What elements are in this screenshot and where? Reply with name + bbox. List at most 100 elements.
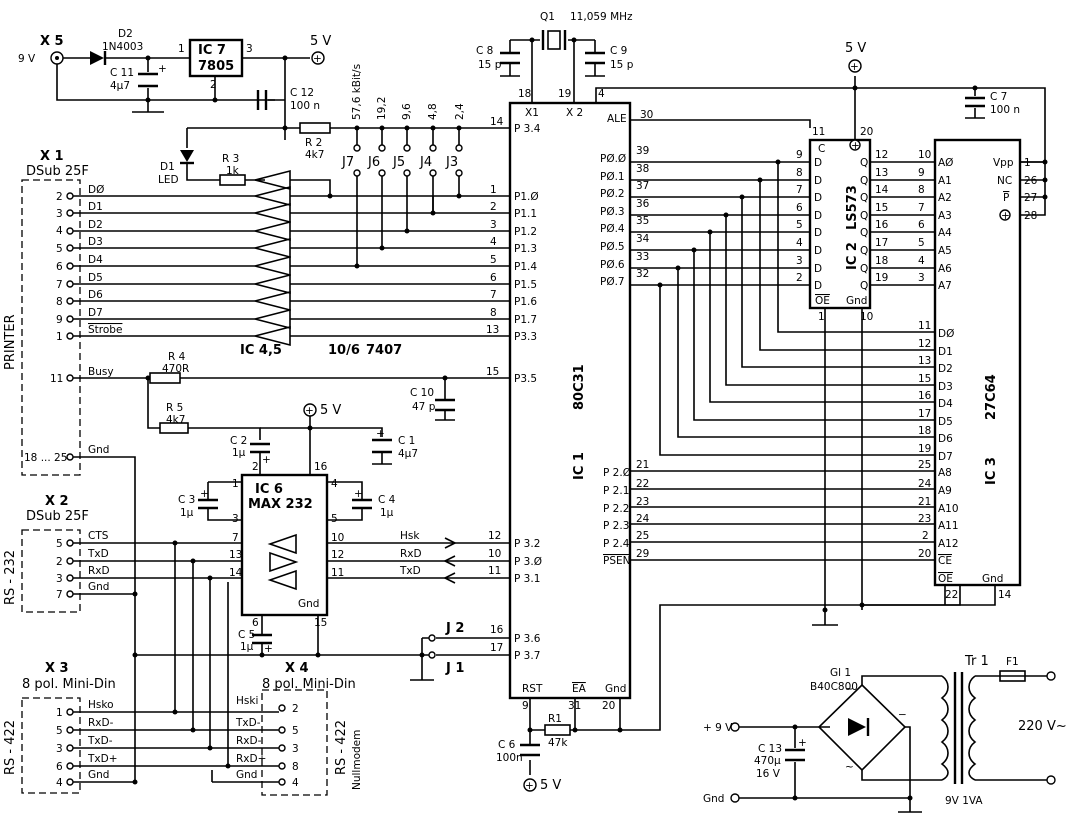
svg-text:8: 8 bbox=[56, 296, 63, 308]
svg-text:10/6: 10/6 bbox=[328, 343, 360, 358]
svg-text:26: 26 bbox=[1024, 175, 1038, 187]
svg-text:1µ: 1µ bbox=[180, 507, 194, 519]
svg-text:Q: Q bbox=[860, 192, 868, 204]
svg-text:Q: Q bbox=[860, 280, 868, 292]
svg-text:3: 3 bbox=[292, 743, 299, 755]
svg-text:29: 29 bbox=[636, 548, 649, 560]
svg-text:19,2: 19,2 bbox=[376, 97, 388, 120]
svg-text:C 6: C 6 bbox=[498, 739, 516, 751]
svg-text:Gnd: Gnd bbox=[88, 769, 109, 781]
c3-capacitor: + C 3 1µ bbox=[178, 481, 242, 521]
svg-text:J 1: J 1 bbox=[445, 661, 464, 676]
svg-text:13: 13 bbox=[875, 167, 888, 179]
c11-capacitor: + C 11 4µ7 bbox=[110, 63, 167, 92]
svg-text:10: 10 bbox=[918, 149, 931, 161]
svg-text:P1.1: P1.1 bbox=[514, 208, 537, 220]
svg-text:14: 14 bbox=[998, 589, 1012, 601]
svg-text:J3: J3 bbox=[445, 155, 458, 170]
svg-text:4k7: 4k7 bbox=[166, 414, 185, 426]
svg-text:22: 22 bbox=[945, 589, 958, 601]
svg-text:A4: A4 bbox=[938, 227, 952, 239]
svg-text:TxD: TxD bbox=[87, 548, 109, 560]
svg-text:EA: EA bbox=[572, 683, 587, 695]
svg-text:P1.3: P1.3 bbox=[514, 243, 537, 255]
svg-text:6: 6 bbox=[918, 219, 925, 231]
svg-text:2: 2 bbox=[292, 703, 299, 715]
svg-text:D: D bbox=[814, 175, 822, 187]
svg-text:1k: 1k bbox=[226, 165, 240, 177]
svg-text:PØ.2: PØ.2 bbox=[600, 188, 625, 200]
svg-text:16 V: 16 V bbox=[756, 768, 781, 780]
svg-text:3: 3 bbox=[232, 513, 239, 525]
svg-text:Q: Q bbox=[860, 157, 868, 169]
baud-labels: 57,6 kBit/s 19,2 9,6 4,8 2,4 bbox=[351, 64, 466, 120]
svg-text:+: + bbox=[525, 780, 534, 792]
svg-text:+: + bbox=[200, 488, 209, 500]
svg-text:D4: D4 bbox=[938, 398, 953, 410]
svg-text:OE: OE bbox=[938, 573, 953, 585]
svg-text:8: 8 bbox=[796, 167, 803, 179]
svg-text:P1.7: P1.7 bbox=[514, 314, 537, 326]
svg-text:C: C bbox=[818, 143, 825, 155]
svg-text:Q: Q bbox=[860, 245, 868, 257]
ic6-max232: IC 6 MAX 232 Gnd 1 3 4 5 2 16 6 15 7 13 … bbox=[229, 461, 344, 629]
svg-text:X1: X1 bbox=[525, 107, 539, 119]
svg-text:11: 11 bbox=[812, 126, 825, 138]
svg-text:D: D bbox=[814, 210, 822, 222]
svg-text:100n: 100n bbox=[496, 752, 523, 764]
svg-text:IC 7: IC 7 bbox=[198, 43, 226, 58]
x3-rs422-connector: X 3 8 pol. Mini-Din RS - 422 1 5 3 6 4 H… bbox=[3, 661, 118, 794]
svg-text:D: D bbox=[814, 192, 822, 204]
svg-text:12: 12 bbox=[918, 338, 931, 350]
svg-text:3: 3 bbox=[490, 219, 497, 231]
svg-text:RxD+: RxD+ bbox=[236, 753, 266, 765]
svg-text:3: 3 bbox=[56, 208, 63, 220]
svg-text:6: 6 bbox=[56, 261, 63, 273]
svg-text:PRINTER: PRINTER bbox=[3, 314, 18, 370]
svg-text:C 13: C 13 bbox=[758, 743, 782, 755]
svg-text:16: 16 bbox=[918, 390, 932, 402]
svg-text:P 3.2: P 3.2 bbox=[514, 538, 540, 550]
d2-diode: D2 1N4003 bbox=[90, 28, 143, 65]
svg-text:D: D bbox=[814, 263, 822, 275]
svg-text:C 10: C 10 bbox=[410, 387, 434, 399]
svg-text:5: 5 bbox=[331, 513, 338, 525]
svg-text:X 1: X 1 bbox=[40, 149, 64, 164]
svg-text:24: 24 bbox=[918, 478, 932, 490]
svg-text:J 2: J 2 bbox=[445, 621, 464, 636]
svg-text:4,8: 4,8 bbox=[427, 103, 439, 120]
svg-text:RS - 422: RS - 422 bbox=[3, 720, 18, 775]
svg-text:3: 3 bbox=[796, 255, 803, 267]
svg-text:J4: J4 bbox=[419, 155, 432, 170]
svg-text:Q: Q bbox=[860, 227, 868, 239]
svg-text:P1.6: P1.6 bbox=[514, 296, 537, 308]
svg-text:21: 21 bbox=[636, 459, 649, 471]
ic2-pin-labels: 9 8 7 6 5 4 3 2 D D D D D D D D Q Q Q Q … bbox=[796, 149, 889, 292]
svg-text:47k: 47k bbox=[548, 737, 568, 749]
svg-text:P 2.4: P 2.4 bbox=[603, 538, 630, 550]
svg-text:A1: A1 bbox=[938, 175, 952, 187]
svg-text:4: 4 bbox=[56, 225, 63, 237]
svg-text:9: 9 bbox=[522, 700, 529, 712]
d1-led: D1 LED bbox=[158, 150, 194, 186]
svg-text:10: 10 bbox=[488, 548, 501, 560]
svg-text:J7: J7 bbox=[341, 155, 354, 170]
p1-pin-labels: 1 2 3 4 5 6 7 8 13 15 P1.Ø P1.1 P1.2 P1.… bbox=[486, 184, 539, 385]
c2-capacitor: + C 2 1µ bbox=[230, 435, 271, 475]
svg-text:IC 1: IC 1 bbox=[572, 452, 587, 480]
svg-text:P 2.1: P 2.1 bbox=[603, 485, 629, 497]
svg-text:12: 12 bbox=[488, 530, 501, 542]
svg-text:DSub 25F: DSub 25F bbox=[26, 509, 89, 524]
svg-text:2,4: 2,4 bbox=[454, 103, 466, 120]
svg-text:1: 1 bbox=[232, 478, 239, 490]
svg-text:19: 19 bbox=[875, 272, 888, 284]
svg-text:P1.4: P1.4 bbox=[514, 261, 537, 273]
svg-text:3: 3 bbox=[918, 272, 925, 284]
svg-text:5: 5 bbox=[490, 254, 497, 266]
svg-text:17: 17 bbox=[875, 237, 888, 249]
svg-text:1N4003: 1N4003 bbox=[102, 41, 143, 53]
svg-text:2: 2 bbox=[210, 79, 217, 91]
vcc-5v-bottom: + 5 V bbox=[523, 778, 561, 793]
svg-text:220 V~: 220 V~ bbox=[1018, 719, 1067, 734]
svg-text:1: 1 bbox=[56, 707, 63, 719]
